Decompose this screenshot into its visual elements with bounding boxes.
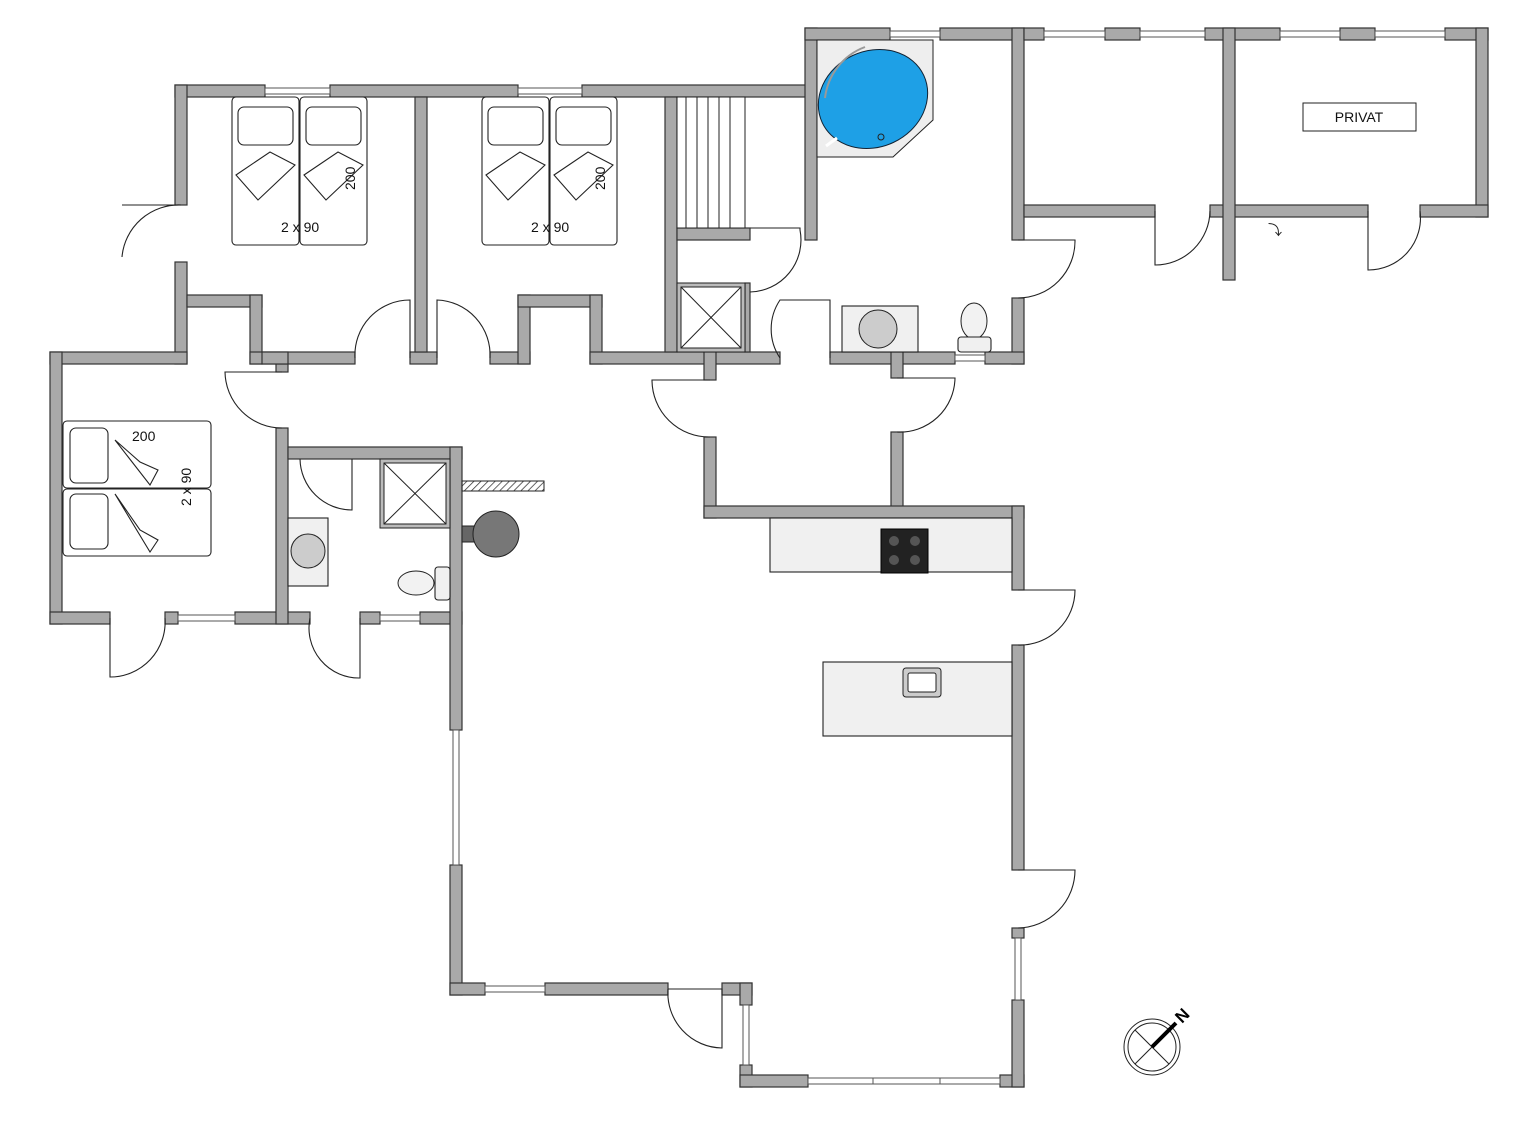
private-room-label: PRIVAT [1335,109,1384,125]
door-private-2 [1367,210,1422,271]
shower-1 [676,282,746,353]
door-bedroom-1 [354,299,411,359]
double-bed-bedroom-1 [231,96,368,246]
double-bed-bedroom-2 [481,96,618,246]
doors [109,204,1422,1049]
door-bedroom-2 [436,299,491,359]
door-kitchen-exterior [1017,589,1076,646]
door-utility-exterior [308,617,361,679]
washbasin-bath [841,305,919,353]
private-room-sign [1302,102,1417,132]
bed-length-label: 200 [592,166,608,190]
door-hall-right [896,377,956,433]
bed-length-label: 200 [342,166,358,190]
shower-2 [379,458,451,529]
bed-width-label: 2 x 90 [281,219,319,235]
door-hall-left [651,379,711,438]
door-bedroom-3 [224,371,283,429]
door-bathroom [770,299,831,359]
door-living-exterior [1017,869,1076,929]
shower-head-icon: ⤵ [1268,222,1282,238]
double-bed-bedroom-3 [62,420,212,557]
bed-length-label: 200 [132,428,156,444]
north-compass: N [1123,1005,1194,1076]
sauna-benches [676,96,746,229]
kitchen-island-sink [822,661,1013,737]
windows [177,30,1446,1085]
toilet-bath [957,302,992,353]
door-main-entry [667,988,723,1049]
door-toilet [299,458,353,511]
bed-width-label: 2 x 90 [178,468,194,506]
door-bedroom-3-exterior [109,617,166,678]
spa-bathtub [816,39,934,158]
walls [49,27,1489,1088]
wood-stove [461,480,545,558]
bed-width-label: 2 x 90 [531,219,569,235]
door-bath-side [1017,239,1076,299]
washbasin-toilet-room [287,517,329,587]
door-private-1 [1154,210,1211,266]
kitchen-counter [769,517,1013,574]
toilet-toilet-room [397,566,451,601]
door-sauna [749,227,802,293]
door-bedroom-1-entry [121,204,182,258]
